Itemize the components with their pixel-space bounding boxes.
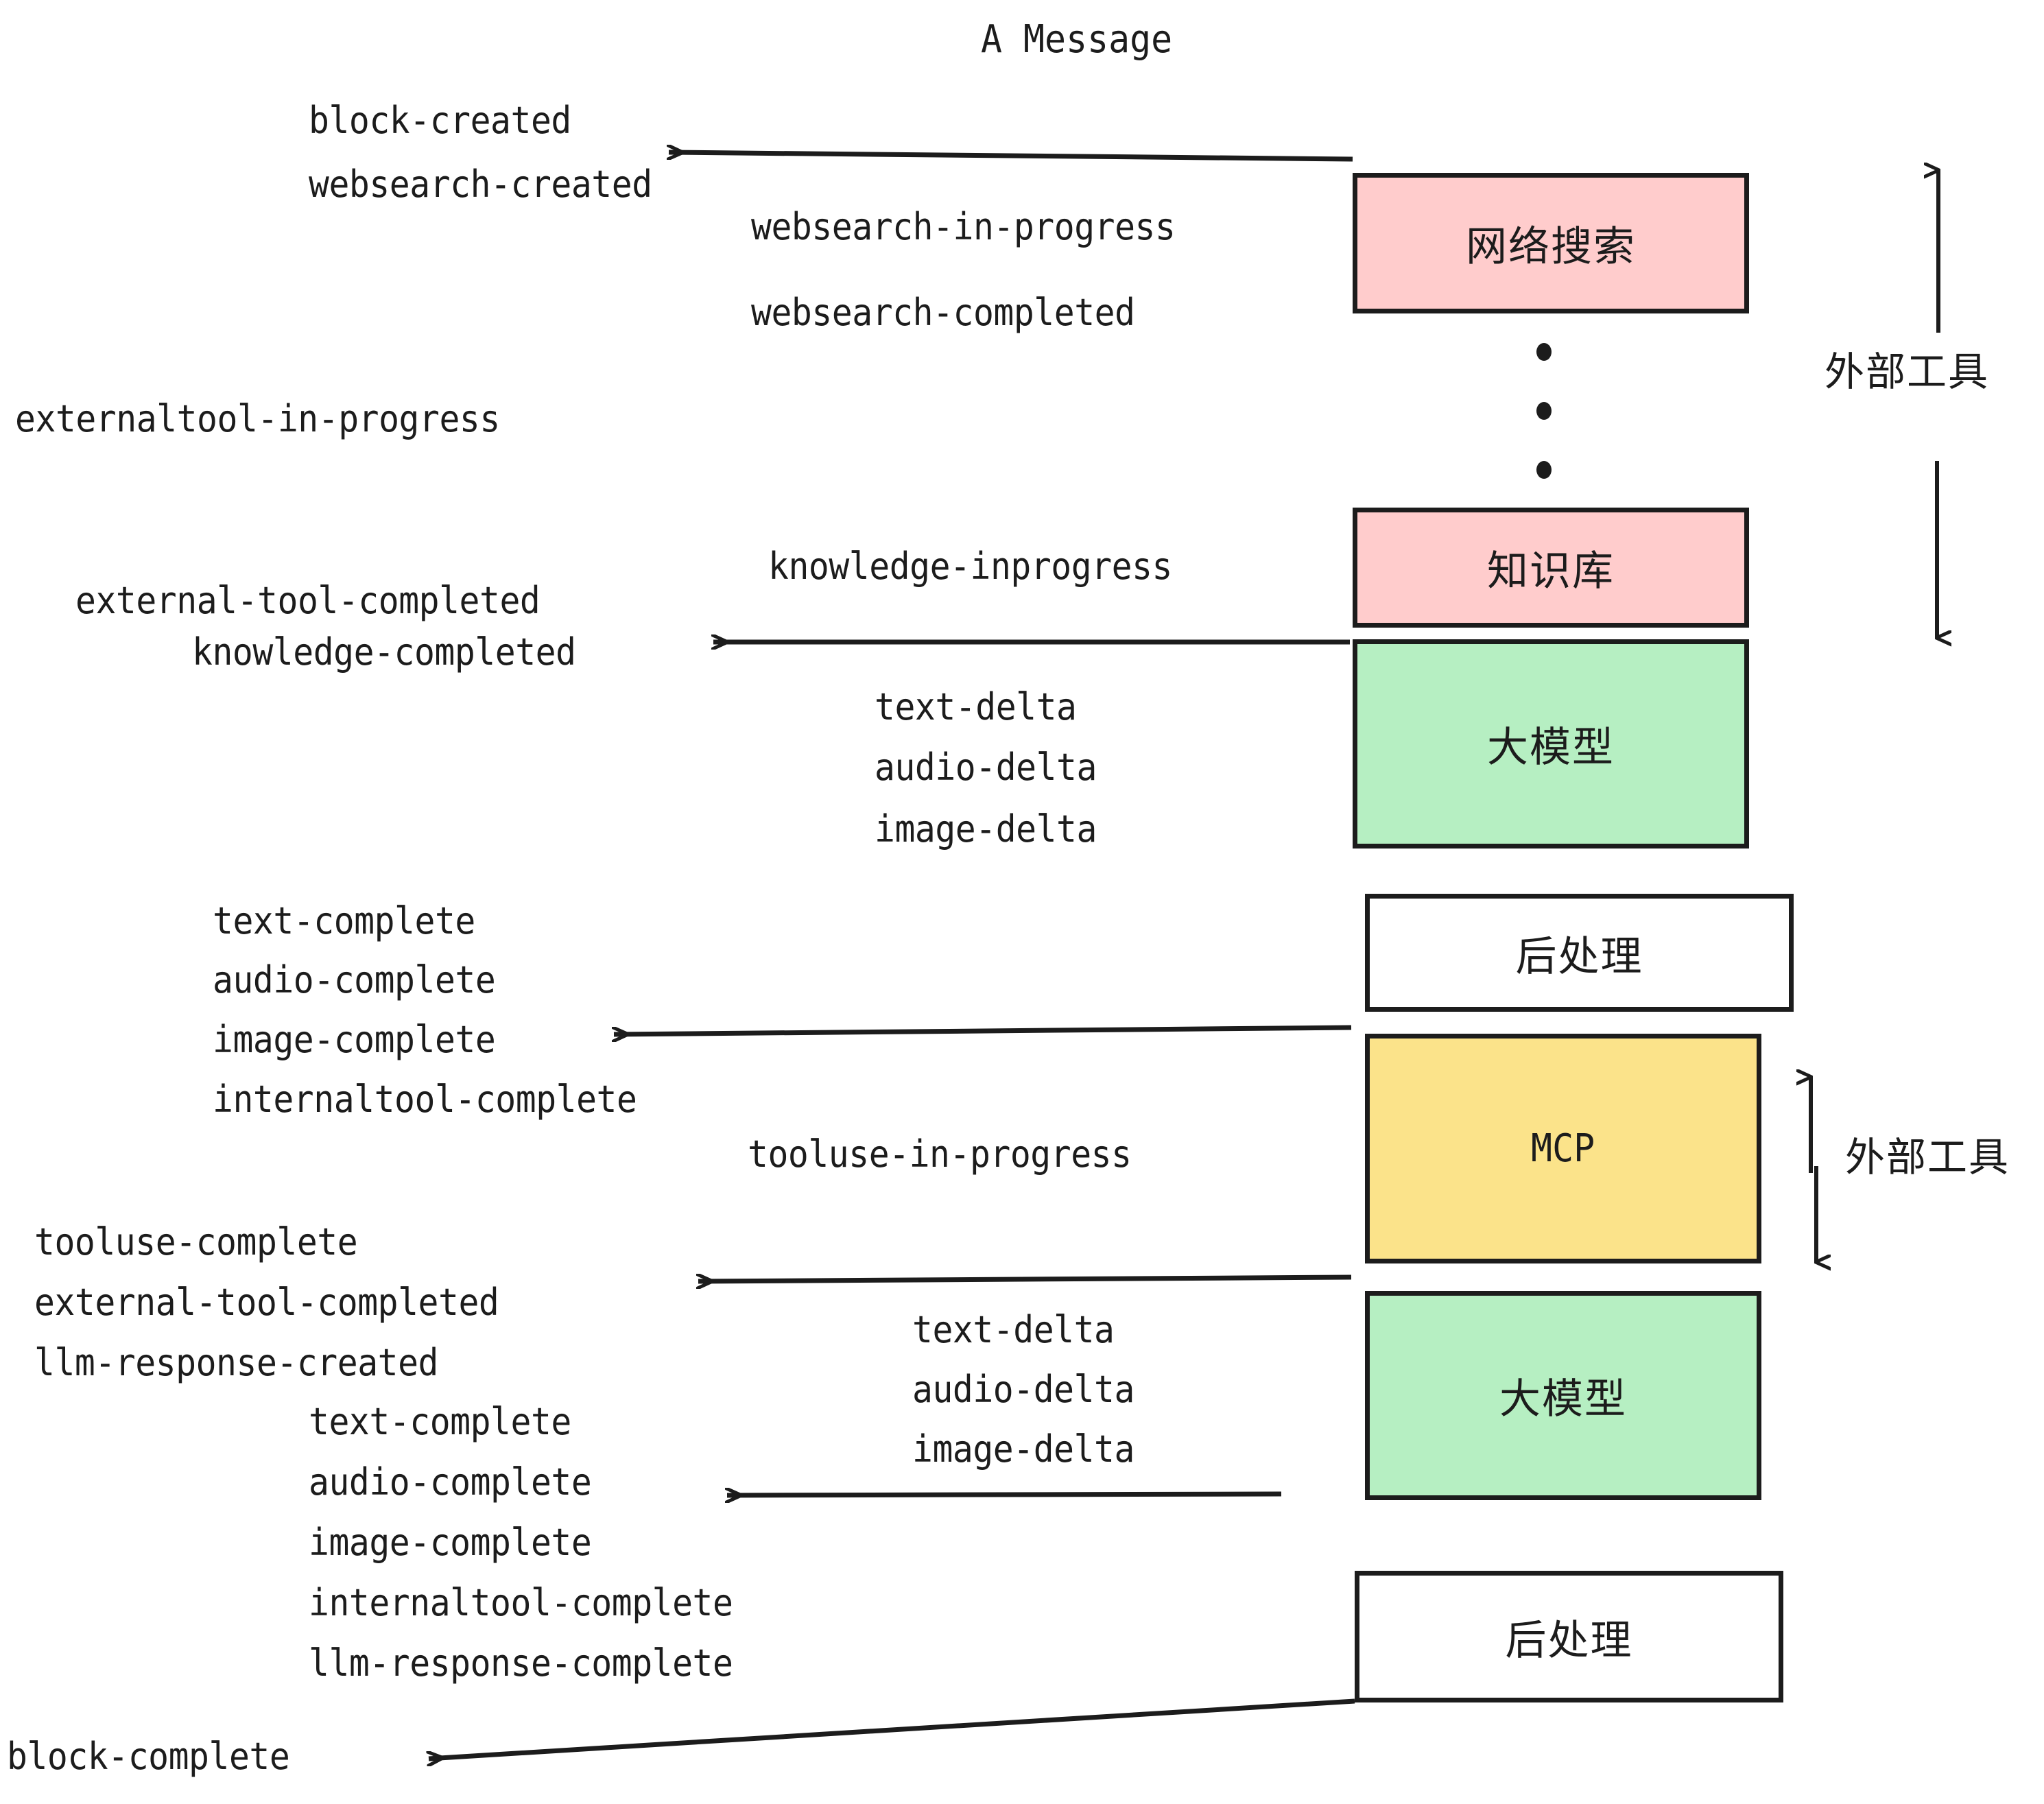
node-postprocess-2-label: 后处理 (1505, 1616, 1633, 1665)
event-block-created: block-created (309, 99, 571, 142)
node-llm-1[interactable]: 大模型 (1353, 639, 1749, 848)
event-external-tool-completed-2: external-tool-completed (34, 1281, 499, 1324)
arrow-websearch-to-blockcreated (669, 152, 1353, 162)
event-block-complete: block-complete (7, 1735, 290, 1778)
side-label-external-tool-top: 外部工具 (1825, 348, 1990, 395)
event-image-complete-2: image-complete (309, 1521, 592, 1564)
arrow-mcp-to-tooluse-complete (698, 1277, 1352, 1281)
node-mcp[interactable]: MCP (1365, 1034, 1761, 1263)
event-audio-complete-1: audio-complete (213, 958, 496, 1001)
node-postprocess-2[interactable]: 后处理 (1355, 1571, 1783, 1702)
event-tooluse-complete: tooluse-complete (34, 1220, 358, 1263)
node-knowledge[interactable]: 知识库 (1353, 508, 1749, 628)
event-websearch-in-progress: websearch-in-progress (751, 205, 1176, 248)
event-knowledge-inprogress: knowledge-inprogress (768, 545, 1173, 588)
event-llm-response-created: llm-response-created (34, 1341, 439, 1384)
event-websearch-completed: websearch-completed (751, 291, 1135, 334)
ellipsis-dots (1536, 343, 1552, 520)
side-label-external-tool-bottom: 外部工具 (1845, 1134, 2010, 1180)
event-image-delta-2: image-delta (912, 1427, 1134, 1471)
node-llm-2[interactable]: 大模型 (1365, 1291, 1761, 1500)
event-knowledge-completed: knowledge-completed (192, 630, 576, 674)
event-internaltool-complete-1: internaltool-complete (213, 1078, 637, 1121)
event-audio-complete-2: audio-complete (309, 1460, 592, 1504)
event-audio-delta-2: audio-delta (912, 1368, 1134, 1411)
arrow-postprocess1-to-imagecomplete (614, 1025, 1352, 1034)
arrow-llm2-to-audiocomplete (727, 1494, 1282, 1495)
node-llm-2-label: 大模型 (1499, 1375, 1627, 1423)
event-text-delta-2: text-delta (912, 1308, 1115, 1351)
event-image-delta-1: image-delta (875, 807, 1097, 851)
event-websearch-created: websearch-created (309, 163, 652, 206)
event-external-tool-completed-1: external-tool-completed (75, 579, 540, 622)
external-tool-span-top (1937, 170, 1938, 638)
node-postprocess-1[interactable]: 后处理 (1365, 894, 1794, 1012)
node-postprocess-1-label: 后处理 (1515, 932, 1643, 981)
event-internaltool-complete-2: internaltool-complete (309, 1581, 733, 1624)
external-tool-span-bottom (1811, 1077, 1816, 1262)
event-text-complete-1: text-complete (213, 899, 475, 942)
node-mcp-label: MCP (1531, 1126, 1595, 1171)
event-image-complete-1: image-complete (213, 1018, 496, 1061)
event-audio-delta-1: audio-delta (875, 746, 1097, 789)
diagram-title: A Message (981, 17, 1173, 62)
event-llm-response-complete: llm-response-complete (309, 1641, 733, 1685)
arrow-postprocess2-to-blockcomplete (429, 1698, 1355, 1759)
node-llm-1-label: 大模型 (1487, 724, 1615, 772)
event-text-complete-2: text-complete (309, 1400, 571, 1443)
event-text-delta-1: text-delta (875, 685, 1077, 728)
event-tooluse-in-progress: tooluse-in-progress (748, 1132, 1132, 1176)
node-knowledge-label: 知识库 (1487, 547, 1615, 595)
node-websearch-label: 网络搜索 (1466, 223, 1636, 271)
event-externaltool-in-progress: externaltool-in-progress (15, 397, 500, 440)
node-websearch[interactable]: 网络搜索 (1353, 173, 1749, 313)
